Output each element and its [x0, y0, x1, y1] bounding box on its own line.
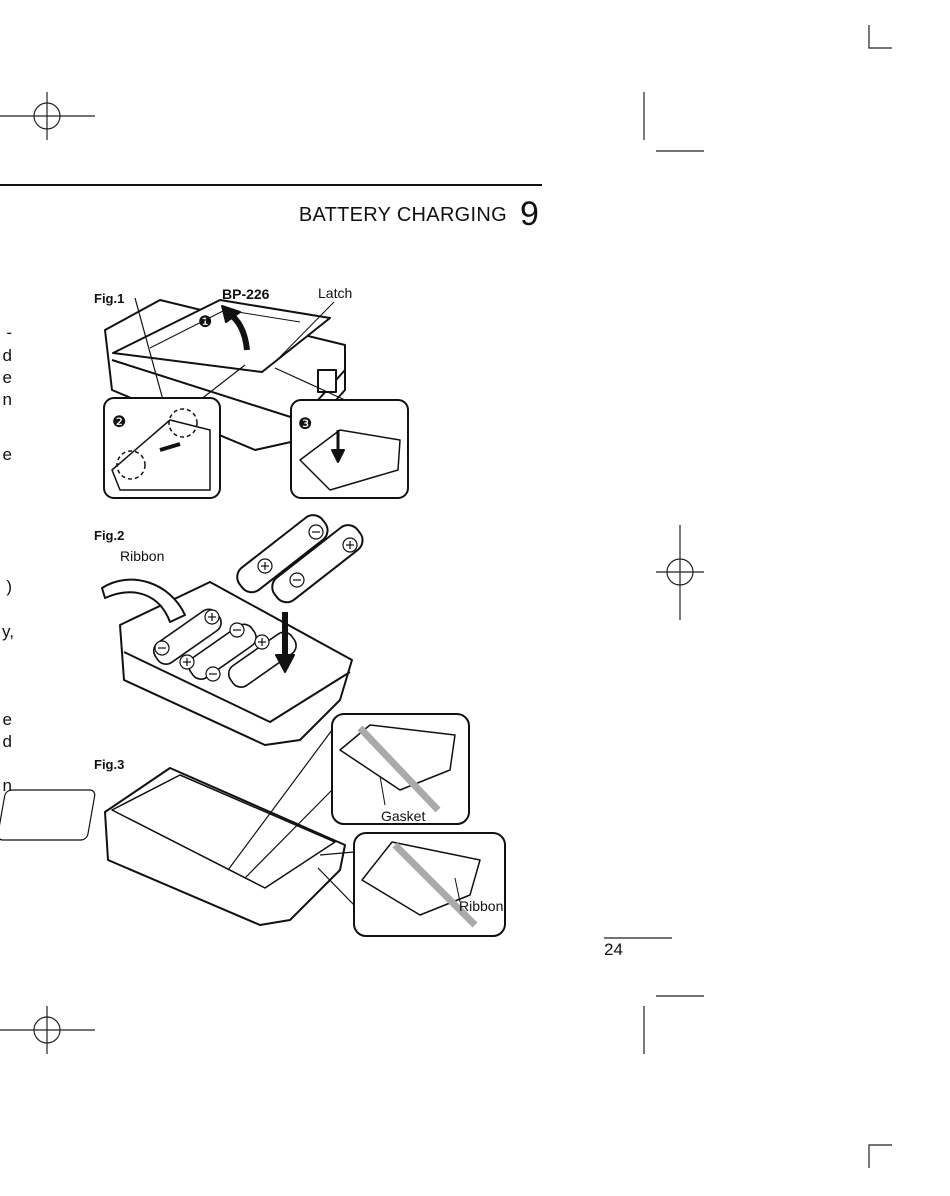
fig3-callout-gasket: Gasket	[381, 808, 426, 824]
registration-mark-top-left	[0, 92, 95, 140]
registration-mark-right-middle	[656, 525, 704, 620]
margin-fragment: d	[2, 732, 12, 751]
fig3-ribbon-marker	[392, 842, 478, 928]
fig1-callout-battery: BP-226	[222, 286, 270, 302]
fig2-cell-2	[187, 623, 257, 680]
fig2-cell-3	[227, 631, 297, 688]
registration-mark-bottom-left	[0, 1006, 95, 1054]
fig3-battery-lid	[111, 774, 336, 889]
margin-fragment: n	[2, 390, 12, 409]
margin-fragment: e	[2, 710, 12, 729]
margin-fragment: e	[2, 368, 12, 387]
margin-fragment: y,	[2, 622, 14, 641]
fig2-loose-cell-1	[236, 514, 329, 594]
fig3-gasket-marker	[357, 725, 441, 813]
section-number: 9	[520, 195, 539, 233]
step-marker-3: ❸	[298, 416, 313, 433]
fig1-callout-latch: Latch	[318, 285, 353, 301]
fig2-callout-ribbon: Ribbon	[120, 548, 165, 564]
crop-mark-top-right	[868, 25, 892, 49]
fig1-arrow-head	[221, 305, 241, 323]
section-title: BATTERY CHARGING	[298, 204, 507, 226]
fig2-illustration	[101, 514, 364, 746]
fig3-label-area	[0, 789, 96, 841]
margin-fragment: d	[2, 346, 12, 365]
page-number: 24	[604, 940, 623, 959]
step-marker-1: ❶	[198, 314, 213, 331]
margin-fragment: -	[6, 323, 12, 342]
margin-fragment: e	[2, 445, 12, 464]
margin-fragment: n	[2, 776, 12, 795]
fig1-illustration	[103, 297, 409, 499]
step-marker-2: ❷	[112, 414, 127, 431]
fig3-callout-ribbon: Ribbon	[459, 898, 504, 914]
margin-fragment: )	[6, 577, 12, 596]
header-rule	[0, 184, 542, 186]
fig1-label: Fig.1	[94, 291, 125, 306]
crop-mark-bottom-right	[868, 1144, 892, 1168]
fig3-label: Fig.3	[94, 757, 125, 772]
fig2-ribbon	[101, 578, 186, 623]
fig2-label: Fig.2	[94, 528, 125, 543]
fig3-illustration	[0, 713, 506, 937]
